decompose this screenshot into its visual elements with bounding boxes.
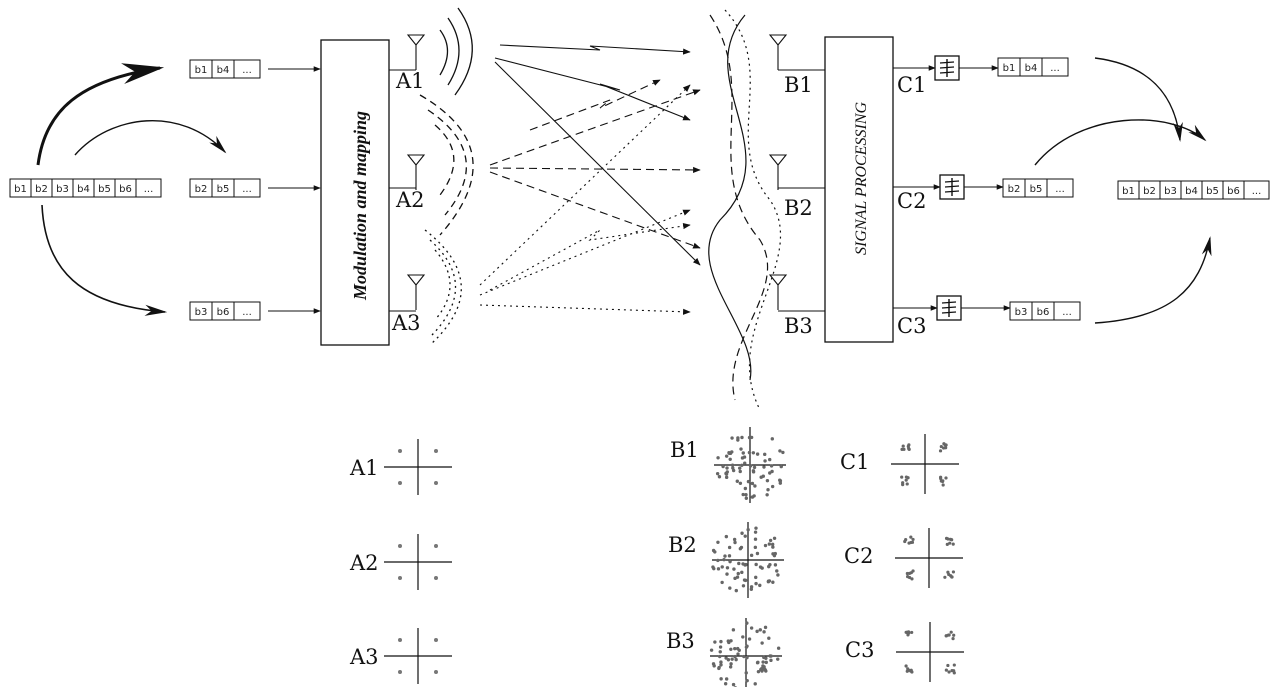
bit-cell: b1 [195, 65, 208, 76]
bit-cell: b2 [195, 184, 208, 195]
c-constellation-label: C2 [844, 544, 873, 568]
bit-cell: b1 [14, 184, 27, 195]
tx-antennas [389, 34, 426, 312]
tx-constellation-label: A1 [349, 456, 379, 480]
signal-processing-box: SIGNAL PROCESSING [824, 36, 894, 343]
bit-cell: ... [144, 184, 154, 195]
output-stream-cells: b1 b2 b3 b4 b5 b6... [1117, 180, 1270, 200]
rx-substream-2: b2 b5... [1002, 178, 1074, 198]
tx-antenna-3-icon [406, 274, 426, 310]
bit-cell: b6 [1227, 186, 1240, 197]
bit-cell: b3 [1164, 186, 1177, 197]
rx-antenna-label: B3 [784, 314, 813, 338]
tx-substream-3: b3 b6... [189, 301, 261, 321]
channel-scattering [708, 9, 782, 411]
bit-cell: ... [1055, 184, 1065, 195]
propagation-paths [479, 44, 701, 315]
rx-antenna-label: B1 [784, 73, 813, 97]
input-stream-cells: b1 b2 b3 b4 b5 b6... [9, 178, 162, 198]
tx-antenna-label: A2 [395, 188, 425, 212]
tx-substream-1: b1 b4... [189, 59, 261, 79]
rx-constellation-label: B1 [670, 438, 699, 462]
bit-cell: b4 [77, 184, 90, 195]
tx-constellation-label: A3 [349, 645, 379, 669]
rx-antenna-3-icon [768, 274, 788, 310]
constellations [384, 427, 964, 687]
output-bit-stream: b1 b2 b3 b4 b5 b6... [1117, 180, 1270, 200]
constellation-c2 [895, 528, 963, 588]
constellation-b1 [714, 427, 786, 503]
constellation-a1 [384, 439, 452, 495]
bit-cell: b5 [1206, 186, 1219, 197]
tx-substreams: b1 b4... b2 b5... b3 b6... [189, 59, 261, 321]
tx-antenna-label: A3 [391, 311, 421, 335]
decision-block-3-icon [936, 295, 962, 321]
tx-antenna-label: A1 [395, 69, 425, 93]
rx-substream-3: b3 b6... [1009, 301, 1081, 321]
rx-antenna-2-icon [768, 154, 788, 190]
bit-cell: b3 [1015, 307, 1028, 318]
rx-antenna-label: B2 [784, 196, 813, 220]
merge-arrows [1034, 57, 1212, 324]
bit-cell: b2 [1008, 184, 1021, 195]
bit-cell: b6 [217, 307, 230, 318]
bit-cell: b6 [1037, 307, 1050, 318]
signal-processing-label: SIGNAL PROCESSING [853, 102, 870, 255]
bit-cell: b5 [1030, 184, 1043, 195]
bit-cell: ... [242, 307, 252, 318]
tx-constellation-label: A2 [349, 551, 379, 575]
rx-constellation-label: B3 [666, 629, 695, 653]
tx-antenna-2-icon [406, 154, 426, 190]
decision-block-2-icon [939, 174, 965, 200]
rx-constellation-label: B2 [668, 533, 697, 557]
constellation-c1 [891, 434, 959, 494]
input-bit-stream: b1 b2 b3 b4 b5 b6... [9, 178, 162, 198]
bit-cell: b6 [119, 184, 132, 195]
bit-cell: ... [1252, 186, 1262, 197]
bit-cell: b3 [195, 307, 208, 318]
split-arrows [36, 63, 227, 316]
bit-cell: b3 [56, 184, 69, 195]
modulation-box-label: Modulation and mapping [350, 111, 370, 301]
rx-antenna-1-icon [768, 34, 788, 70]
tx-wavefronts [419, 7, 474, 346]
constellation-c3 [896, 622, 964, 682]
decision-block-1-icon [934, 55, 960, 81]
output-label: C2 [897, 189, 926, 213]
rx-chain: b1 b4... b2 b5... b3 b6... [893, 55, 1081, 321]
substream-to-modulator-arrows [268, 66, 321, 314]
bit-cell: ... [242, 65, 252, 76]
rx-antennas [768, 34, 825, 312]
c-constellation-label: C1 [840, 450, 869, 474]
modulation-box: Modulation and mapping [320, 39, 390, 346]
bit-cell: ... [1062, 307, 1072, 318]
bit-cell: ... [1050, 63, 1060, 74]
constellation-b3 [709, 618, 782, 687]
bit-cell: b2 [35, 184, 48, 195]
tx-antenna-1-icon [406, 34, 426, 70]
bit-cell: b5 [217, 184, 230, 195]
bit-cell: b5 [98, 184, 111, 195]
bit-cell: b4 [1185, 186, 1198, 197]
output-label: C3 [897, 314, 926, 338]
bit-cell: b4 [217, 65, 230, 76]
constellation-a2 [384, 534, 452, 590]
bit-cell: b1 [1003, 63, 1016, 74]
output-label: C1 [897, 73, 926, 97]
bit-cell: b1 [1122, 186, 1135, 197]
tx-substream-2: b2 b5... [189, 178, 261, 198]
bit-cell: b2 [1143, 186, 1156, 197]
bit-cell: ... [242, 184, 252, 195]
bit-cell: b4 [1025, 63, 1038, 74]
constellation-b2 [711, 522, 784, 598]
c-constellation-label: C3 [845, 638, 874, 662]
constellation-a3 [384, 628, 452, 684]
rx-substream-1: b1 b4... [997, 57, 1069, 77]
